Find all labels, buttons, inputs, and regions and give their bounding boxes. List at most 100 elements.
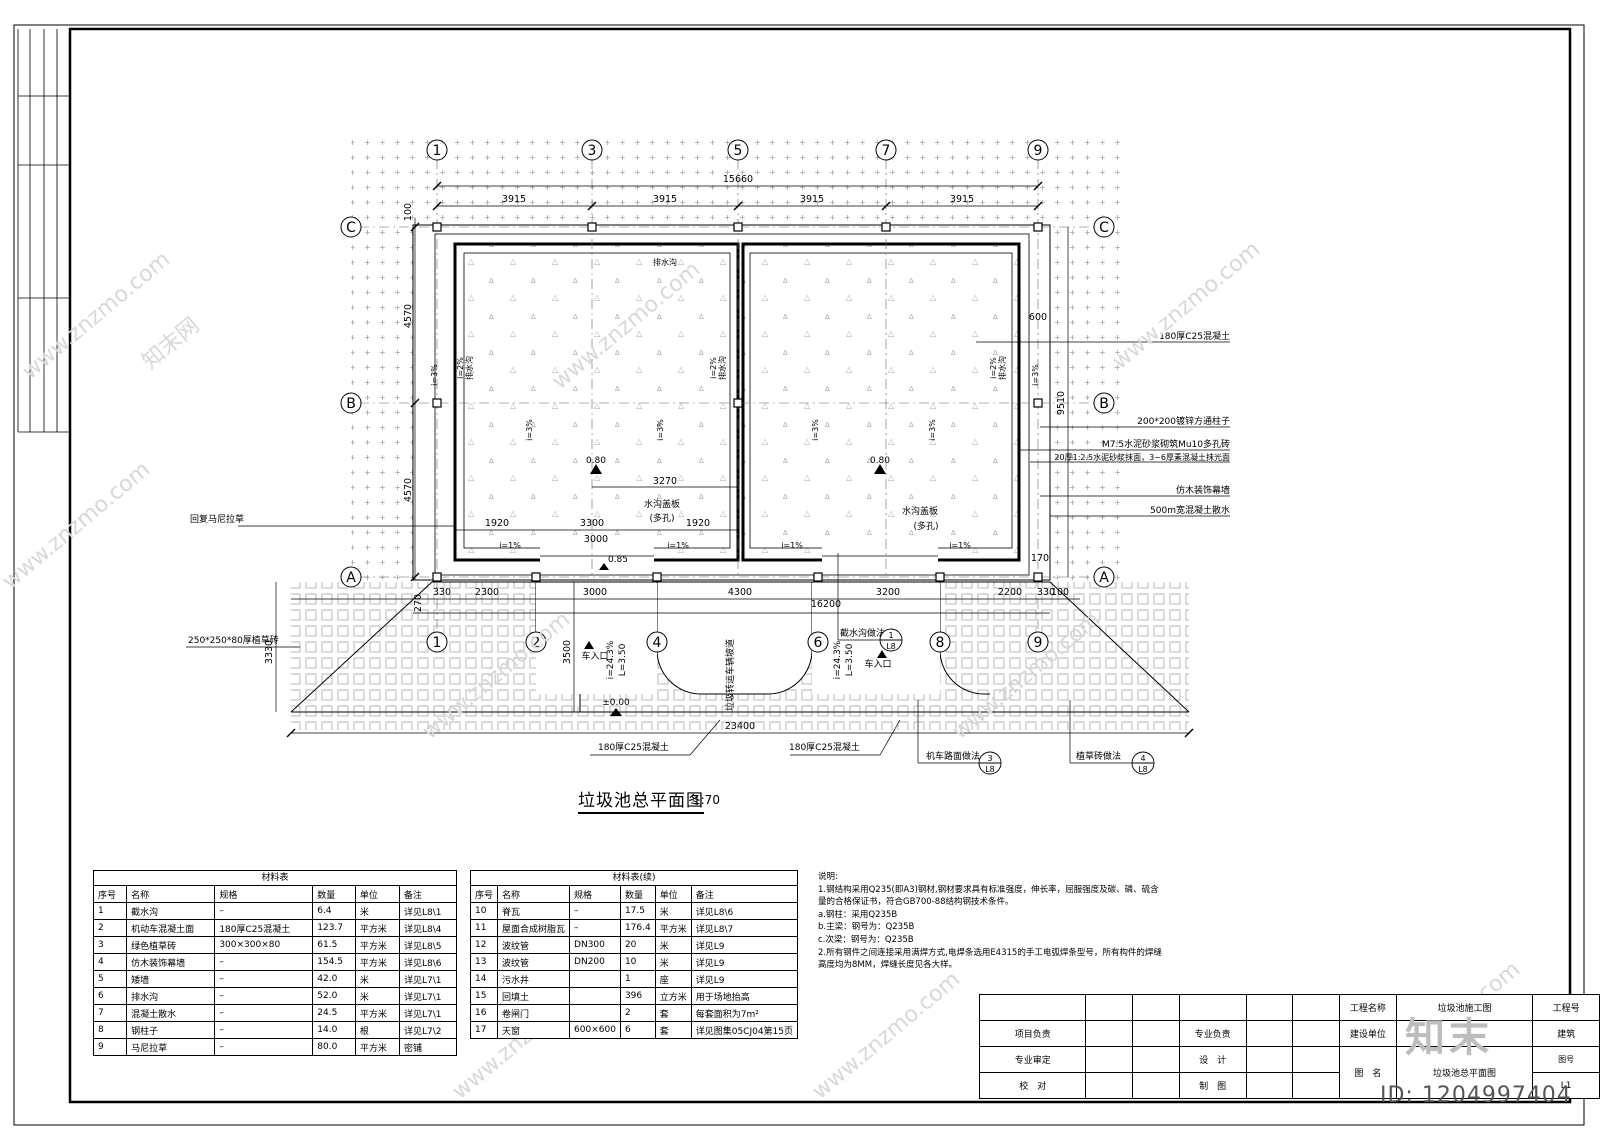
note-line: a.钢柱：采用Q235B [818, 909, 898, 920]
dim-text: 100 [1051, 587, 1069, 598]
callout-text: 回复马尼拉草 [190, 513, 244, 525]
axis-label: 3 [588, 143, 597, 159]
table-cell: 300×300×80 [214, 936, 314, 954]
notes-title: 说明: [818, 872, 838, 882]
table-cell: 详见L7\2 [398, 1021, 458, 1039]
detail-ref: 4 [1140, 754, 1145, 763]
dim-text: 100 [403, 203, 414, 221]
callout-text: 200*200镀锌方通柱子 [1137, 415, 1230, 427]
axis-label: 9 [1034, 143, 1043, 159]
drain-label: 排水沟 [464, 356, 474, 380]
slope-label: i=24.3% [833, 640, 843, 679]
dim-text: 3200 [876, 587, 900, 598]
table-cell: – [214, 1004, 314, 1022]
table-header: 单位 [654, 885, 692, 903]
axis-label: 8 [936, 635, 945, 651]
detail-callout: 截水沟做法 [840, 627, 885, 639]
table-cell: 9 [92, 1038, 128, 1056]
table-cell: 米 [654, 953, 692, 971]
table-cell [569, 1004, 621, 1022]
table-cell: 套 [654, 1004, 692, 1022]
table-cell: 座 [654, 970, 692, 988]
table-cell: 屋面合成树脂瓦 [497, 919, 571, 937]
table-cell: 密铺 [398, 1038, 458, 1056]
table-cell: 平方米 [354, 936, 400, 954]
table-cell: 详见图集05CJ04第15页 [690, 1021, 799, 1039]
role-label: 校 对 [978, 1072, 1087, 1099]
dim-text: 1920 [485, 518, 509, 529]
dim-text: 3915 [800, 194, 824, 205]
slope-label: i=1% [949, 541, 971, 550]
svg-text:www.znzmo.com: www.znzmo.com [1108, 237, 1265, 375]
table-cell: 42.0 [312, 970, 356, 988]
dim-text: 170 [1031, 553, 1049, 564]
dim-text: 15660 [723, 174, 753, 185]
table-cell: DN300 [569, 936, 621, 954]
axis-label: 6 [814, 635, 823, 651]
table-cell: 详见L8\7 [690, 919, 799, 937]
axis-bubble [426, 139, 448, 161]
table-cell: 8 [92, 1021, 128, 1039]
table-header: 规格 [214, 885, 314, 903]
table-cell: 16 [469, 1004, 499, 1022]
table-title: 材料表(续) [470, 870, 799, 885]
table-cell: 钢柱子 [126, 1021, 216, 1039]
table-cell: 24.5 [312, 1004, 356, 1022]
table-cell: 米 [654, 936, 692, 954]
table-header: 序号 [469, 885, 499, 903]
dim-text: 3330 [264, 640, 275, 664]
table-cell: 马尼拉草 [126, 1038, 216, 1056]
table-cell: 3 [92, 936, 128, 954]
table-cell: 12 [469, 936, 499, 954]
elevation-label: 0.80 [586, 456, 606, 466]
notes-block: 说明: 1.钢结构采用Q235(即A3)钢材,钢材要求具有标准强度，伸长率，屈服… [818, 871, 1162, 972]
table-cell: 详见L9 [690, 953, 799, 971]
table-cell: – [214, 1038, 314, 1056]
table-cell: 平方米 [354, 1004, 400, 1022]
axis-label: 4 [653, 635, 662, 651]
table-header: 规格 [569, 885, 621, 903]
slope-label: i=3% [928, 419, 937, 441]
elevation-label: 0.85 [608, 555, 628, 565]
table-cell: 米 [354, 987, 400, 1005]
elevation-label: 0.80 [870, 456, 890, 466]
table-cell: DN200 [569, 953, 621, 971]
table-cell: 详见L8\5 [398, 936, 458, 954]
detail-callout: 植草砖做法 [1076, 750, 1121, 762]
note-line: 2.所有钢件之间连接采用满焊方式,电焊条选用E4315的手工电弧焊条型号，所有构… [818, 947, 1162, 958]
callout-text: 250*250*80厚植草砖 [188, 634, 279, 646]
table-cell: 2 [92, 919, 128, 937]
dim-text: 4300 [728, 587, 752, 598]
table-cell: 7 [92, 1004, 128, 1022]
table-cell: 5 [92, 970, 128, 988]
dim-text: 2300 [475, 587, 499, 598]
dim-text: 3915 [653, 194, 677, 205]
slope-label: i=3% [656, 419, 665, 441]
table-cell: 平方米 [654, 919, 692, 937]
dim-text: 9510 [1056, 391, 1067, 415]
dim-text: 3000 [584, 534, 608, 545]
callout-text: 180厚C25混凝土 [1159, 330, 1230, 342]
table-cell: 截水沟 [126, 902, 216, 920]
dim-text: 3300 [580, 518, 604, 529]
table-cell: 米 [354, 970, 400, 988]
cover-plate-label: 水沟盖板 [644, 498, 680, 510]
role-label: 项目负责 [978, 1020, 1087, 1047]
axis-label: A [1099, 570, 1109, 586]
table-cell: 10 [469, 902, 499, 920]
axis-bubble [727, 139, 749, 161]
table-cell: 波纹管 [497, 953, 571, 971]
table-cell: – [214, 970, 314, 988]
axis-label: A [346, 570, 356, 586]
project-name-label: 工程名称 [1338, 994, 1397, 1021]
car-entry-label: 车入口 [864, 658, 891, 670]
table-cell: 波纹管 [497, 936, 571, 954]
